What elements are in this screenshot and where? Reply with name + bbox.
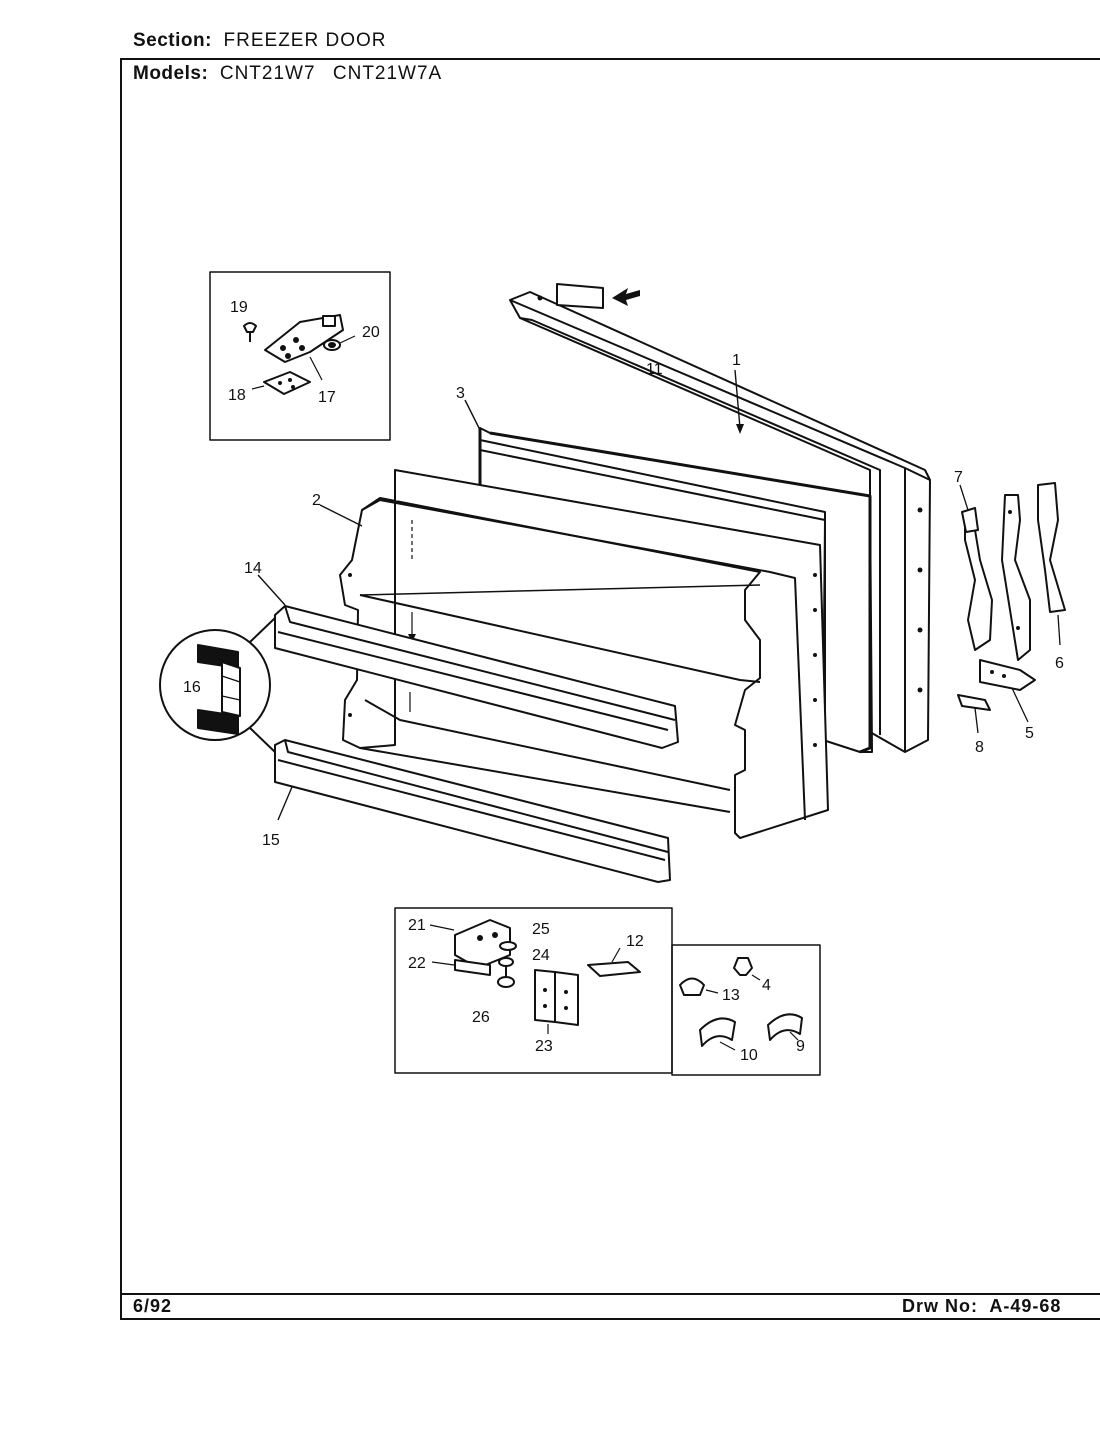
hinge-kit-inset	[209, 271, 391, 441]
part-label-26: 26	[472, 1009, 490, 1026]
part-label-20: 20	[362, 324, 380, 341]
lower-hinge-inset	[394, 907, 673, 1074]
drawing-frame	[120, 58, 1100, 1320]
part-label-25: 25	[532, 921, 550, 938]
exploded-parts-diagram: 1 2 3 4 5 6 7 8 9 10 11 12 13 14 15 16 1…	[159, 271, 1066, 1076]
section-value: FREEZER DOOR	[223, 30, 387, 51]
part-label-6: 6	[1055, 655, 1064, 672]
hinge-part-17	[264, 314, 344, 381]
part-label-23: 23	[535, 1038, 553, 1055]
models-heading: Models: CNT21W7 CNT21W7A	[133, 63, 442, 85]
shim-18	[251, 371, 311, 395]
model-number-1: CNT21W7	[219, 63, 316, 84]
hinge-pin-19	[243, 322, 257, 342]
part-label-3: 3	[456, 385, 465, 402]
part-label-4: 4	[762, 977, 771, 994]
part-label-16: 16	[183, 679, 201, 696]
end-cap-detail	[159, 617, 276, 753]
door-gasket	[464, 399, 873, 754]
drawing-label: Drw No:	[902, 1296, 978, 1316]
models-label: Models:	[133, 63, 209, 84]
label-plate	[556, 283, 640, 309]
part-label-15: 15	[262, 832, 280, 849]
small-parts-inset	[671, 944, 821, 1076]
part-label-9: 9	[796, 1038, 805, 1055]
upper-shelf-rail	[257, 574, 679, 749]
lower-shelf-rail	[274, 739, 671, 883]
part-label-12: 12	[626, 933, 644, 950]
part-callouts: 1 2 3 4 5 6 7 8 9 10 11 12 13 14 15 16 1…	[183, 299, 1064, 1064]
part-label-18: 18	[228, 387, 246, 404]
washer-20	[323, 335, 356, 351]
drawing-number-value: A-49-68	[989, 1296, 1062, 1316]
outer-door-panel	[509, 291, 931, 753]
part-label-11: 11	[646, 361, 663, 378]
footer-divider	[120, 1293, 1100, 1295]
part-label-5: 5	[1025, 725, 1034, 742]
part-label-24: 24	[532, 947, 550, 964]
part-label-17: 17	[318, 389, 336, 406]
part-label-7: 7	[954, 469, 963, 486]
handle-assembly	[957, 482, 1066, 734]
section-heading: Section: FREEZER DOOR	[133, 30, 386, 52]
part-label-21: 21	[408, 917, 426, 934]
date-code: 6/92	[133, 1296, 173, 1316]
part-label-19: 19	[230, 299, 248, 316]
part-label-10: 10	[740, 1047, 758, 1064]
part-label-1: 1	[732, 352, 741, 369]
inner-door-liner	[319, 469, 829, 839]
part-label-13: 13	[722, 987, 740, 1004]
part-label-2: 2	[312, 492, 321, 509]
part-label-22: 22	[408, 955, 426, 972]
drawing-number: Drw No: A-49-68	[902, 1296, 1061, 1317]
part-label-14: 14	[244, 560, 262, 577]
model-number-2: CNT21W7A	[332, 63, 443, 84]
part-label-8: 8	[975, 739, 984, 756]
section-label: Section:	[133, 30, 212, 51]
